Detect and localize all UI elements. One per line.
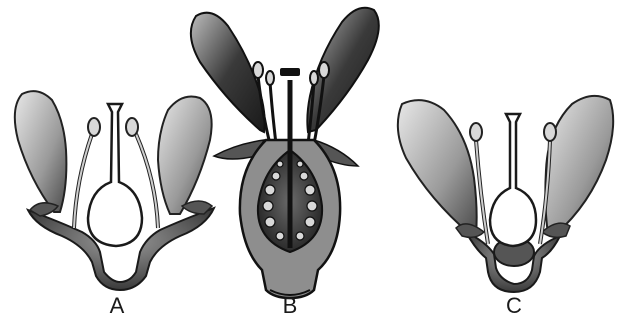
panel-label-c: C [494, 293, 534, 319]
panel-label-b: B [270, 293, 310, 319]
flower-a-left-anther [88, 118, 100, 136]
flower-b-stamen-2 [270, 82, 276, 144]
flower-a-right-anther [126, 118, 138, 136]
flower-b-stigma [280, 68, 300, 76]
flower-c-left-anther [470, 123, 482, 141]
flower-c-right-petal [545, 96, 613, 234]
flower-c-left-sepal [456, 224, 484, 238]
flower-b-diagram [191, 8, 379, 298]
flower-c-right-anther [544, 123, 556, 141]
panel-label-a: A [97, 293, 137, 319]
flower-a-left-petal [15, 91, 67, 212]
flower-c-diagram [398, 96, 613, 292]
flower-c-pistil [490, 114, 536, 246]
flower-c-left-petal [398, 100, 477, 234]
flower-a-right-petal [158, 97, 212, 215]
flower-a-diagram [15, 91, 214, 290]
